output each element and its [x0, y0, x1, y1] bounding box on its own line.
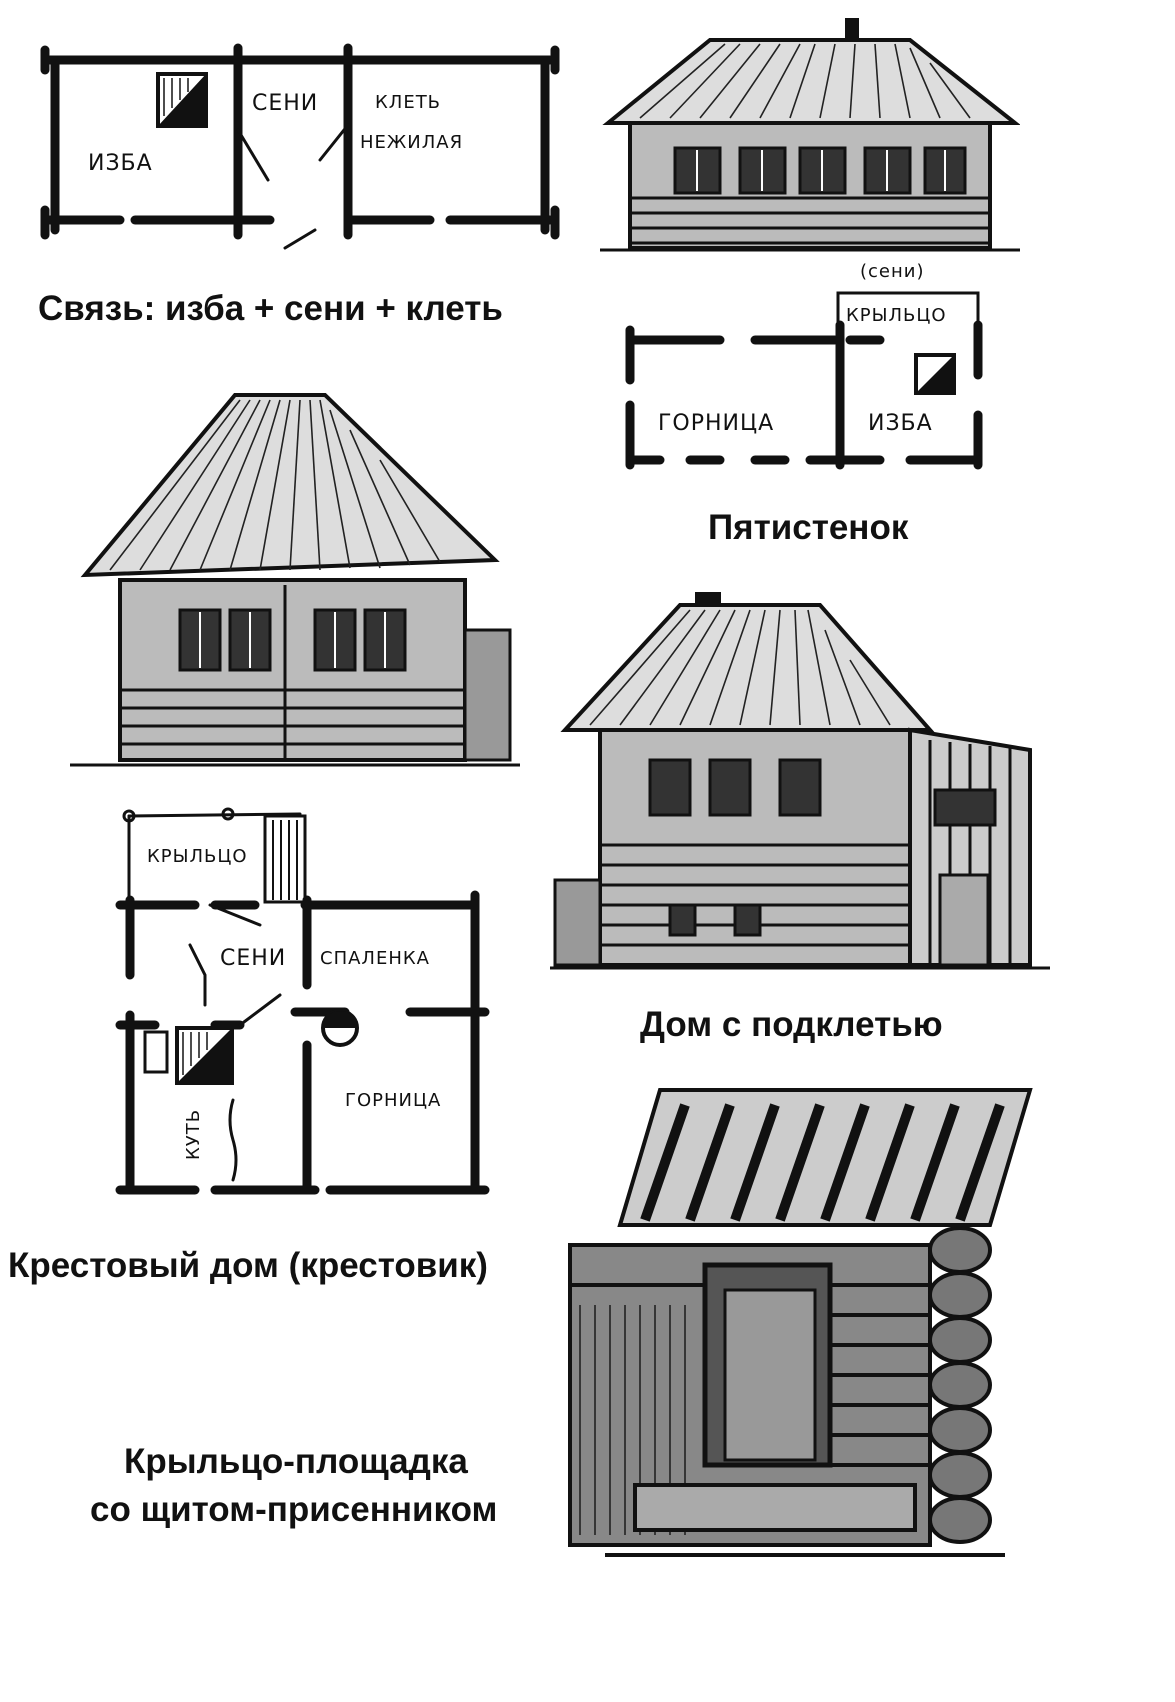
plan-svyaz-izba: ИЗБА: [88, 151, 153, 176]
porch-drawing: [565, 1085, 1035, 1565]
plan-svyaz-nezhilaya: НЕЖИЛАЯ: [360, 132, 463, 153]
caption-dom-podkletyu: Дом с подклетью: [640, 1005, 943, 1044]
plan-krestovy-seni: СЕНИ: [220, 946, 286, 971]
house-podklet-drawing: [550, 590, 1050, 980]
plan-krestovy-kut: КУТЬ: [183, 1109, 204, 1160]
plan-pyatistenok-gornica: ГОРНИЦА: [658, 411, 774, 436]
plan-svyaz-seni: СЕНИ: [252, 91, 318, 116]
caption-svyaz: Связь: изба + сени + клеть: [38, 289, 503, 328]
plan-pyatistenok-krylco: КРЫЛЬЦО: [846, 305, 947, 326]
plan-krestovy-krylco: КРЫЛЬЦО: [147, 846, 248, 867]
plan-krestovy: КРЫЛЬЦО СЕНИ СПАЛЕНКА ГОРНИЦА КУТЬ: [115, 800, 500, 1220]
house-krestovy-drawing: [70, 390, 520, 780]
plan-krestovy-gornica: ГОРНИЦА: [345, 1090, 441, 1111]
plan-svyaz: ИЗБА СЕНИ КЛЕТЬ НЕЖИЛАЯ: [30, 30, 610, 280]
plan-krestovy-spalenka: СПАЛЕНКА: [320, 948, 430, 969]
caption-krestovy: Крестовый дом (крестовик): [8, 1246, 488, 1285]
caption-pyatistenok: Пятистенок: [708, 508, 909, 547]
house-pyatistenok-drawing: [600, 18, 1020, 268]
caption-krylco-line2: со щитом-присенником: [90, 1490, 498, 1529]
plan-pyatistenok: (сени) КРЫЛЬЦО ГОРНИЦА ИЗБА: [620, 255, 1000, 485]
plan-pyatistenok-seni: (сени): [860, 261, 924, 282]
plan-svyaz-klet: КЛЕТЬ: [375, 92, 441, 113]
caption-krylco-line1: Крыльцо-площадка: [124, 1442, 468, 1481]
plan-pyatistenok-izba: ИЗБА: [868, 411, 933, 436]
